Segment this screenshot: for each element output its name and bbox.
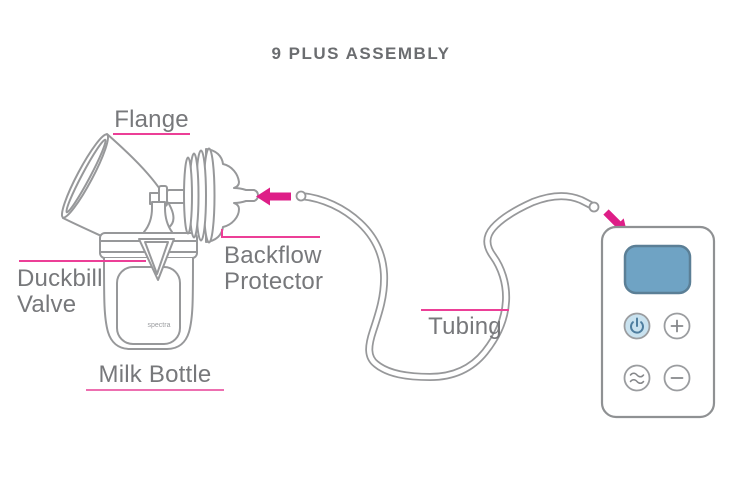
milk-bottle-illustration: spectra [99, 232, 198, 350]
page-title: 9 PLUS ASSEMBLY [271, 44, 451, 63]
backflow-protector-label: Backflow Protector [224, 243, 323, 295]
wave-icon [629, 372, 645, 385]
duckbill-leader-line [19, 260, 146, 262]
massage-mode-button [623, 364, 651, 392]
power-icon [630, 317, 644, 334]
bottle-brand-text: spectra [148, 322, 171, 329]
backflow-protector-illustration [183, 147, 259, 244]
milk-bottle-label: Milk Bottle [86, 360, 224, 391]
plus-icon [670, 319, 684, 333]
tubing-illustration [295, 190, 600, 381]
pump-screen [623, 244, 692, 295]
duckbill-valve-label: Duckbill Valve [17, 266, 103, 318]
duckbill-valve-illustration [138, 238, 175, 281]
backflow-leader-line-horizontal [221, 236, 320, 238]
backflow-leader-line-vertical [221, 229, 223, 238]
flange-label: Flange [113, 106, 190, 135]
backflow-label-line1: Backflow [224, 242, 322, 269]
duckbill-label-line1: Duckbill [17, 265, 103, 292]
arrow-left-icon [256, 187, 291, 206]
tubing-label: Tubing [421, 309, 509, 340]
backflow-label-line2: Protector [224, 268, 324, 295]
pump-illustration [600, 225, 716, 419]
duckbill-label-line2: Valve [17, 291, 77, 318]
